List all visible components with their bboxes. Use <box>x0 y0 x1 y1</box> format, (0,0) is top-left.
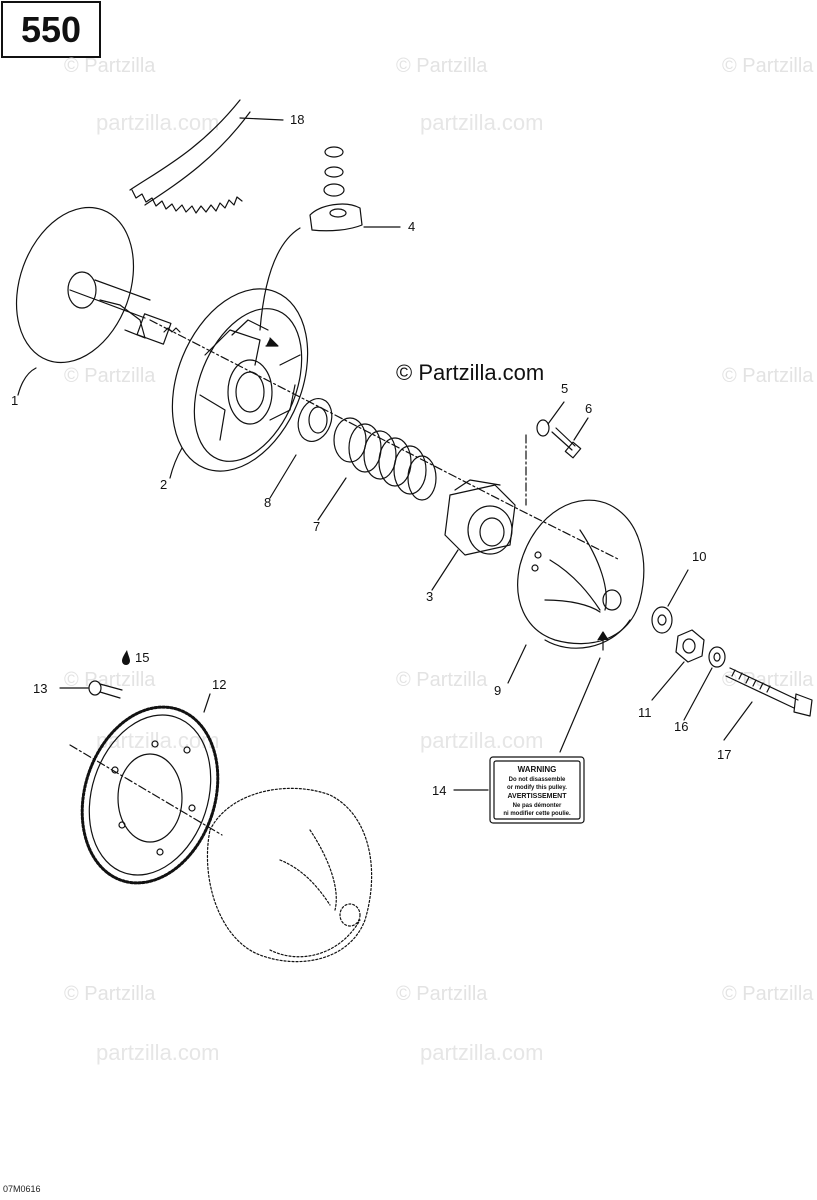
callout-10: 10 <box>692 549 706 564</box>
assembly-reference-sheave <box>206 787 373 963</box>
watermark: © Partzilla <box>722 365 814 387</box>
watermark: © Partzilla <box>396 669 488 691</box>
leader-lines <box>17 117 753 791</box>
callout-12: 12 <box>212 677 226 692</box>
callout-6: 6 <box>585 401 592 416</box>
watermark: partzilla.com <box>420 1040 543 1065</box>
callout-14: 14 <box>432 783 446 798</box>
compression-spring-part <box>333 417 437 501</box>
watermark: © Partzilla <box>722 55 814 77</box>
callout-numbers: 1 2 3 4 5 6 7 8 9 10 11 12 13 15 14 16 1… <box>11 112 731 798</box>
warning-title-fr: AVERTISSEMENT <box>508 793 568 800</box>
warning-title: WARNING <box>518 765 557 774</box>
slider-block-part <box>259 146 363 331</box>
retainer-washer-part <box>297 398 333 442</box>
watermark: © Partzilla <box>64 365 156 387</box>
cap-screw-part <box>536 419 582 459</box>
watermark: partzilla.com <box>420 110 543 135</box>
watermark: partzilla.com <box>420 728 543 753</box>
warning-line: Ne pas démonter <box>513 803 562 809</box>
drop-icon <box>122 650 130 665</box>
bolt-part <box>725 667 813 717</box>
warning-label-text: WARNING Do not disassemble or modify thi… <box>503 765 571 817</box>
ring-gear-part <box>80 705 220 885</box>
assembly-axis-lines <box>69 319 621 836</box>
watermark: partzilla.com <box>96 1040 219 1065</box>
watermark: partzilla.com <box>96 110 219 135</box>
callout-13: 13 <box>33 681 47 696</box>
watermark: © Partzilla <box>396 983 488 1005</box>
fixed-sheave-part <box>15 206 181 364</box>
warning-label-part <box>489 756 585 824</box>
watermark-center: © Partzilla.com <box>396 360 545 385</box>
page-number-box: 550 <box>1 1 101 58</box>
callout-1: 1 <box>11 393 18 408</box>
watermark: partzilla.com <box>96 728 219 753</box>
callout-18: 18 <box>290 112 304 127</box>
spider-plate-part <box>171 288 309 472</box>
watermark: © Partzilla <box>64 669 156 691</box>
callout-2: 2 <box>160 477 167 492</box>
callout-9: 9 <box>494 683 501 698</box>
callout-4: 4 <box>408 219 415 234</box>
pointer-arrow <box>597 631 609 641</box>
warning-line: or modify this pulley. <box>507 785 567 791</box>
watermark-layer: © Partzilla partzilla.com © Partzilla pa… <box>64 55 814 1065</box>
watermark: © Partzilla <box>396 55 488 77</box>
callout-5: 5 <box>561 381 568 396</box>
watermark: © Partzilla <box>64 983 156 1005</box>
watermark: © Partzilla <box>64 55 156 77</box>
lock-washer-part <box>708 646 726 668</box>
callout-11: 11 <box>638 705 652 720</box>
cam-sleeve-part <box>444 479 516 556</box>
callout-16: 16 <box>674 719 688 734</box>
watermark: © Partzilla <box>722 983 814 1005</box>
hex-nut-part <box>675 629 705 663</box>
pointer-arrow <box>265 337 279 347</box>
callout-8: 8 <box>264 495 271 510</box>
warning-line: ni modifier cette poulie. <box>503 811 571 817</box>
warning-line: Do not disassemble <box>509 777 566 783</box>
callout-15: 15 <box>135 650 149 665</box>
callout-3: 3 <box>426 589 433 604</box>
drive-belt-part <box>129 99 251 214</box>
socket-screw-part <box>88 680 123 699</box>
document-id: 07M0616 <box>3 1184 41 1194</box>
callout-7: 7 <box>313 519 320 534</box>
moveable-sheave-part <box>517 499 645 649</box>
callout-17: 17 <box>717 747 731 762</box>
flat-washer-part <box>651 606 673 634</box>
